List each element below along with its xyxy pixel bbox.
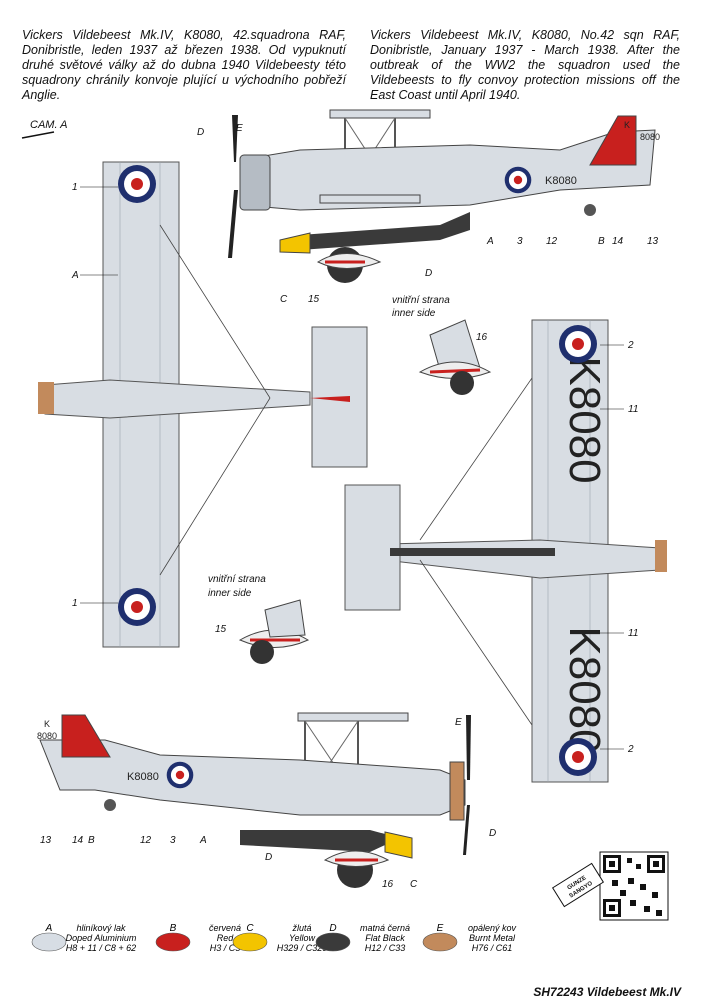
callout-b: B bbox=[88, 835, 95, 846]
side-view-top: K 8080 K8080 bbox=[228, 109, 660, 283]
legend-swatch bbox=[155, 932, 191, 952]
callout-3: 3 bbox=[170, 835, 176, 846]
inner-side-cz: vnitřní strana bbox=[208, 574, 266, 585]
legend-name-cz: červená bbox=[209, 923, 241, 933]
callout-11: 11 bbox=[628, 404, 638, 415]
legend-name-en: Flat Black bbox=[365, 933, 405, 943]
qr-code bbox=[599, 851, 669, 921]
legend-swatch bbox=[31, 932, 67, 952]
callout-3: 3 bbox=[517, 236, 523, 247]
callout-14: 14 bbox=[72, 835, 84, 846]
camouflage-label: CAM. A bbox=[30, 119, 68, 131]
gunze-sangyo-logo: GUNZE SANGYO bbox=[551, 862, 605, 908]
legend-letter: B bbox=[170, 923, 177, 934]
description-czech: Vickers Vildebeest Mk.IV, K8080, 42.squa… bbox=[22, 28, 346, 102]
legend-name-cz: matná černá bbox=[360, 923, 410, 933]
callout-13: 13 bbox=[40, 835, 52, 846]
inner-side-cz: vnitřní strana bbox=[392, 295, 450, 306]
callout-2: 2 bbox=[627, 340, 634, 351]
legend-name-cz: hliníkový lak bbox=[76, 923, 126, 933]
arrow-icon bbox=[21, 131, 55, 139]
side-serial-top: K8080 bbox=[545, 175, 577, 187]
product-code: SH72243 Vildebeest Mk.IV bbox=[533, 985, 681, 999]
callout-e: E bbox=[236, 123, 243, 134]
plan-view-lower: K8080 K8080 bbox=[344, 319, 667, 783]
callout-b: B bbox=[598, 236, 605, 247]
callout-1: 1 bbox=[72, 598, 78, 609]
legend-name-en: Doped Aluminium bbox=[66, 933, 137, 943]
callout-15: 15 bbox=[215, 624, 227, 635]
wheel-detail-lower bbox=[238, 599, 310, 664]
legend-paint-code: H76 / C61 bbox=[472, 943, 513, 953]
legend-name-cz: opálený kov bbox=[468, 923, 517, 933]
legend-name-en: Yellow bbox=[289, 933, 316, 943]
legend-name-en: Burnt Metal bbox=[469, 933, 516, 943]
legend-paint-code: H3 / C3 bbox=[210, 943, 241, 953]
callout-16: 16 bbox=[476, 332, 488, 343]
callout-12: 12 bbox=[546, 236, 558, 247]
legend-paint-code: H329 / C329 bbox=[277, 943, 328, 953]
fin-letter: K bbox=[624, 120, 630, 130]
underwing-serial-lower: K8080 bbox=[560, 626, 609, 753]
side-serial-bottom: K8080 bbox=[127, 771, 159, 783]
callout-12: 12 bbox=[140, 835, 152, 846]
plan-view-upper bbox=[38, 161, 368, 648]
callout-a: A bbox=[486, 236, 494, 247]
legend-swatch bbox=[422, 932, 458, 952]
legend-letter: A bbox=[45, 923, 53, 934]
callout-14: 14 bbox=[612, 236, 624, 247]
inner-side-en: inner side bbox=[392, 308, 436, 319]
callout-d: D bbox=[265, 852, 272, 863]
callout-c: C bbox=[280, 294, 288, 305]
callout-1: 1 bbox=[72, 182, 78, 193]
legend-letter: E bbox=[437, 923, 444, 934]
callout-c: C bbox=[410, 879, 418, 890]
fin-letter: K bbox=[44, 719, 50, 729]
legend-name-cz: žlutá bbox=[291, 923, 311, 933]
callout-e: E bbox=[455, 717, 462, 728]
inner-side-en: inner side bbox=[208, 588, 252, 599]
callout-2: 2 bbox=[627, 744, 634, 755]
callout-d: D bbox=[197, 127, 204, 138]
wheel-detail-upper bbox=[418, 319, 492, 395]
callout-a: A bbox=[71, 270, 79, 281]
fin-serial: 8080 bbox=[37, 731, 57, 741]
callout-13: 13 bbox=[647, 236, 659, 247]
callout-16: 16 bbox=[382, 879, 394, 890]
legend-paint-code: H8 + 11 / C8 + 62 bbox=[66, 943, 136, 953]
description-english: Vickers Vildebeest Mk.IV, K8080, No.42 s… bbox=[370, 28, 680, 102]
callout-a: A bbox=[199, 835, 207, 846]
callout-11: 11 bbox=[628, 628, 638, 639]
legend-letter: C bbox=[246, 923, 254, 934]
legend-paint-code: H12 / C33 bbox=[365, 943, 406, 953]
legend-name-en: Red bbox=[217, 933, 235, 943]
underwing-serial-upper: K8080 bbox=[560, 356, 609, 483]
side-view-bottom: K 8080 K8080 bbox=[37, 712, 471, 888]
callout-d: D bbox=[489, 828, 496, 839]
fin-serial: 8080 bbox=[640, 132, 660, 142]
callout-15: 15 bbox=[308, 294, 320, 305]
legend-swatch bbox=[315, 932, 351, 952]
callout-d: D bbox=[425, 268, 432, 279]
legend-letter: D bbox=[329, 923, 336, 934]
legend-swatch bbox=[232, 932, 268, 952]
